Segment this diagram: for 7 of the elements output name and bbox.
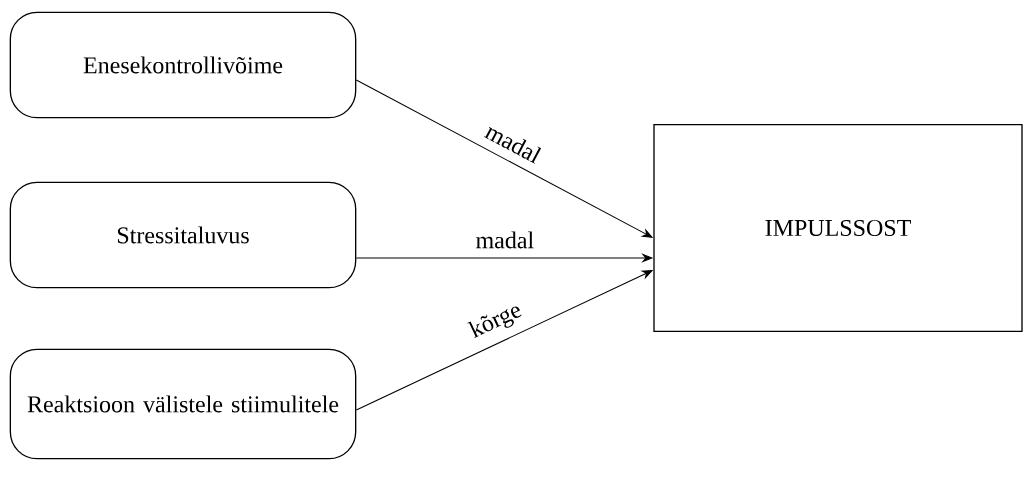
edge-label: madal	[474, 230, 536, 250]
edge-label: kõrge	[465, 298, 528, 345]
box: IMPULSSOST	[653, 124, 1023, 332]
rounded-box: Reaktsioon välistele stiimulitele	[9, 348, 357, 460]
rounded-box: Stressitaluvus	[9, 181, 357, 289]
edge-label: madal	[481, 120, 545, 167]
rounded-box: Enesekontrollivõime	[9, 11, 357, 119]
